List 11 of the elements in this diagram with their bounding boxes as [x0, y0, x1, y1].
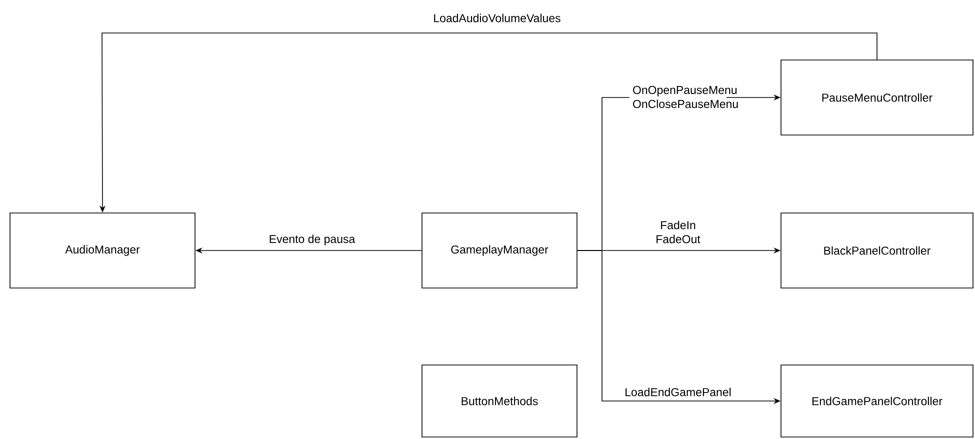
component-box: GameplayManager: [422, 212, 578, 288]
component-box: BlackPanelController: [780, 212, 974, 288]
edge-label: Evento de pausa: [268, 234, 356, 246]
component-box: ButtonMethods: [422, 364, 578, 438]
component-box: EndGamePanelController: [780, 364, 974, 438]
edge-label: LoadEndGamePanel: [624, 386, 732, 398]
component-box: PauseMenuController: [780, 60, 974, 136]
edge-label: FadeIn FadeOut: [646, 218, 710, 246]
edge-label: OnOpenPauseMenu OnClosePauseMenu: [629, 82, 738, 112]
component-box: AudioManager: [10, 212, 196, 288]
edge-label: LoadAudioVolumeValues: [432, 12, 562, 24]
